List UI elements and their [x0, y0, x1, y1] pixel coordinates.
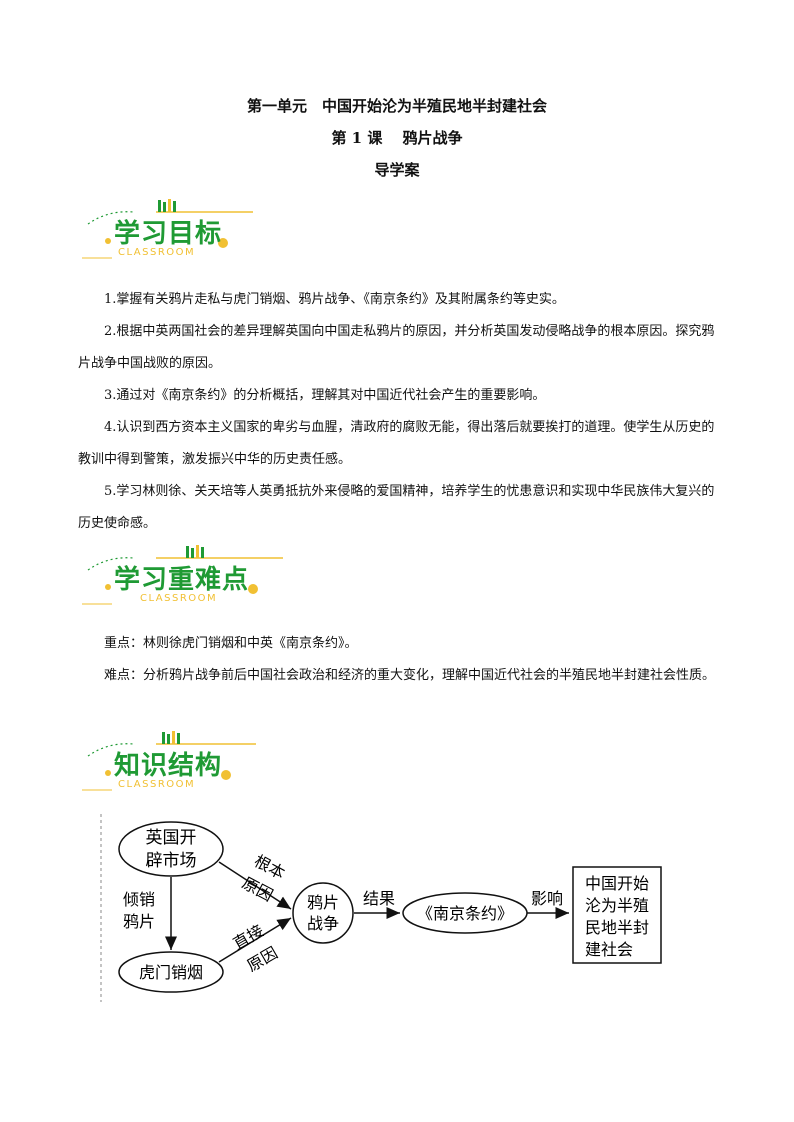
section-title: 知识结构	[114, 751, 223, 781]
difficulty-text: 难点：分析鸦片战争前后中国社会政治和经济的重大变化，理解中国近代社会的半殖民地半…	[104, 668, 716, 683]
goal-item: 2.根据中英两国社会的差异理解英国向中国走私鸦片的原因，并分析英国发动侵略战争的…	[78, 324, 715, 371]
unit-title: 第一单元 中国开始沦为半殖民地半封建社会	[246, 97, 547, 115]
arrow-direct-cause	[218, 917, 292, 963]
node-treaty: 《南京条约》	[417, 904, 513, 923]
node-result-line2: 沦为半殖	[585, 896, 649, 915]
node-humen-ellipse	[118, 951, 224, 993]
section-subtitle: CLASSROOM	[118, 247, 196, 258]
node-result-box	[572, 866, 662, 964]
doc-type-title: 导学案	[374, 161, 420, 179]
lesson-title: 第 1 课 鸦片战争	[331, 129, 463, 147]
node-britain-line1: 英国开	[146, 828, 197, 848]
label-impact: 影响	[531, 889, 563, 908]
section-subtitle: CLASSROOM	[118, 779, 196, 790]
node-britain-line2: 辟市场	[146, 851, 197, 871]
goal-item: 3.通过对《南京条约》的分析概括，理解其对中国近代社会产生的重要影响。	[104, 388, 546, 403]
label-result: 结果	[363, 889, 395, 908]
node-war-circle	[292, 882, 354, 944]
section-title: 学习重难点	[114, 565, 250, 595]
node-britain-ellipse	[118, 821, 224, 877]
section-decoration-icon	[82, 545, 283, 605]
goal-item: 4.认识到西方资本主义国家的卑劣与血腥，清政府的腐败无能，得出落后就要挨打的道理…	[78, 420, 715, 467]
goal-item: 5.学习林则徐、关天培等人英勇抵抗外来侵略的爱国精神，培养学生的忧患意识和实现中…	[78, 484, 715, 531]
label-direct-line2: 原因	[244, 943, 281, 975]
goal-item: 1.掌握有关鸦片走私与虎门销烟、鸦片战争、《南京条约》及其附属条约等史实。	[104, 292, 565, 307]
node-war-line2: 战争	[307, 914, 339, 933]
label-dump-line2: 鸦片	[123, 912, 155, 931]
node-result-line3: 民地半封	[585, 918, 649, 937]
node-humen: 虎门销烟	[139, 963, 203, 982]
section-decoration-icon	[82, 199, 253, 259]
node-result-line1: 中国开始	[585, 874, 649, 893]
knowledge-structure-diagram: 英国开 辟市场 虎门销烟 倾销 鸦片 根本 原因 直接 原因 鸦片 战争 结果	[95, 812, 695, 1007]
section-header-goals: 学习目标 CLASSROOM	[78, 196, 298, 268]
section-header-structure: 知识结构 CLASSROOM	[78, 728, 298, 800]
section-header-key-points: 学习重难点 CLASSROOM	[78, 542, 298, 614]
section-subtitle: CLASSROOM	[140, 593, 218, 604]
node-war-line1: 鸦片	[307, 893, 339, 912]
arrow-root-cause	[218, 861, 292, 910]
section-title: 学习目标	[114, 219, 223, 249]
focus-text: 重点：林则徐虎门销烟和中英《南京条约》。	[104, 636, 358, 651]
section-decoration-icon	[82, 731, 256, 791]
node-result-line4: 建社会	[585, 940, 633, 959]
label-dump-line1: 倾销	[123, 890, 155, 909]
